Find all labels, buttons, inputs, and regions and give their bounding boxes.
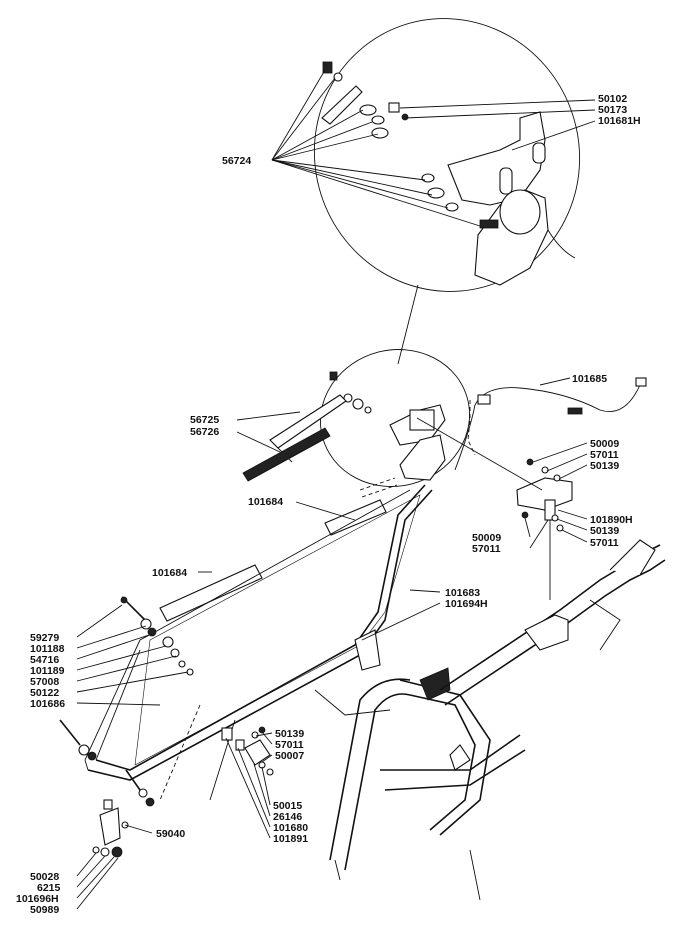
tube-101684-upper	[324, 477, 398, 536]
wiper-blade-56726	[242, 427, 331, 482]
leaders-56724	[271, 69, 596, 227]
label-56726: 56726	[190, 426, 219, 438]
label-101684-upper: 101684	[248, 496, 283, 508]
label-101694H: 101694H	[445, 598, 488, 610]
part-labels: 50102 50173 101681H 56724 101685 56725 5…	[16, 93, 641, 916]
tube-101684-lower	[159, 564, 263, 622]
hardware-bottom-center	[221, 726, 274, 776]
label-57008: 57008	[30, 676, 59, 688]
label-101686: 101686	[30, 698, 65, 710]
label-56724: 56724	[222, 155, 251, 167]
label-56725: 56725	[190, 414, 219, 426]
leader-lines	[76, 377, 588, 910]
label-101188: 101188	[30, 643, 65, 655]
label-50007: 50007	[275, 750, 304, 762]
label-50989: 50989	[30, 904, 59, 916]
detail-view-motor	[313, 18, 581, 365]
label-50102: 50102	[598, 93, 627, 105]
label-6215: 6215	[37, 882, 61, 894]
label-50009: 50009	[590, 438, 619, 450]
label-26146: 26146	[273, 811, 302, 823]
label-101685: 101685	[572, 373, 607, 385]
label-101189: 101189	[30, 665, 65, 677]
label-50139: 50139	[590, 460, 619, 472]
pane-101686	[134, 494, 421, 766]
detail-view-assembled	[319, 349, 471, 487]
label-57011: 57011	[590, 449, 619, 461]
label-57011-lower: 57011	[472, 543, 501, 555]
label-101684-lower: 101684	[152, 567, 187, 579]
label-57011-bottom: 57011	[275, 739, 304, 751]
label-101890H: 101890H	[590, 514, 633, 526]
label-50009-lower: 50009	[472, 532, 501, 544]
label-50139-lower: 50139	[590, 525, 619, 537]
label-50028: 50028	[30, 871, 59, 883]
label-101680: 101680	[273, 822, 308, 834]
label-50015: 50015	[273, 800, 302, 812]
label-101891: 101891	[273, 833, 308, 845]
label-54716: 54716	[30, 654, 59, 666]
label-57011-right: 57011	[590, 537, 619, 549]
label-101683: 101683	[445, 587, 480, 599]
label-101681H: 101681H	[598, 115, 641, 127]
label-59040: 59040	[156, 828, 185, 840]
label-101696H: 101696H	[16, 893, 59, 905]
hardware-left	[59, 596, 194, 858]
label-50122: 50122	[30, 687, 59, 699]
label-50173: 50173	[598, 104, 627, 116]
label-59279: 59279	[30, 632, 59, 644]
vehicle-frame	[314, 520, 666, 901]
label-50139-bottom: 50139	[275, 728, 304, 740]
cable-101685	[454, 377, 647, 471]
